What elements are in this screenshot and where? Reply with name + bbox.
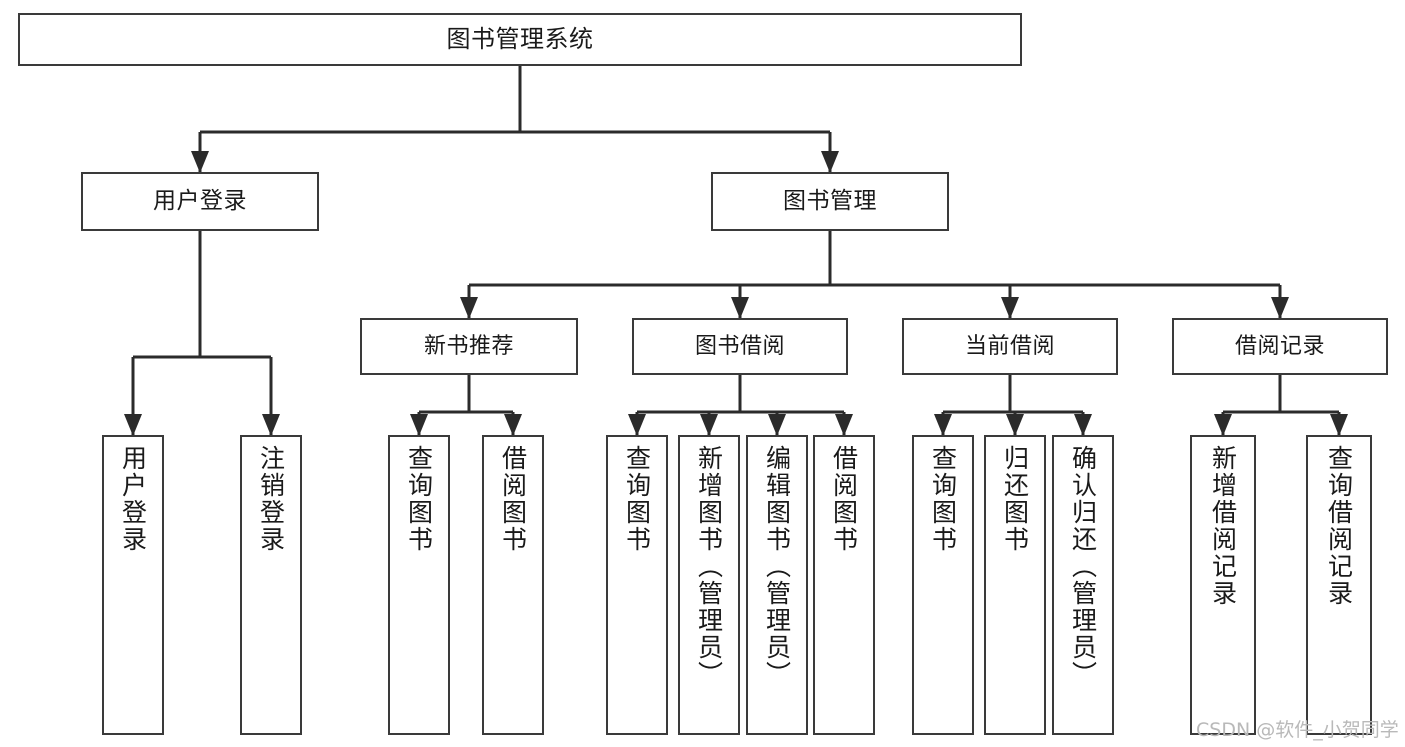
node-book_mgmt[interactable]: 图书管理 <box>711 172 949 231</box>
node-label: 查询图书 <box>928 445 958 553</box>
node-label: 当前借阅 <box>964 333 1055 359</box>
node-label: 图书管理 <box>783 188 877 215</box>
csdn-watermark: CSDN @软件_小贺同学 <box>1196 719 1399 741</box>
node-borrow_record[interactable]: 借阅记录 <box>1172 318 1388 375</box>
node-label: 确认归还（管理员） <box>1068 445 1098 688</box>
node-label: 归还图书 <box>1000 445 1030 553</box>
node-label: 图书管理系统 <box>446 24 594 53</box>
node-current_borrow[interactable]: 当前借阅 <box>902 318 1118 375</box>
node-leaf_conf_ret[interactable]: 确认归还（管理员） <box>1052 435 1114 735</box>
node-label: 用户登录 <box>153 188 247 215</box>
node-label: 借阅图书 <box>829 445 859 553</box>
node-label: 用户登录 <box>118 445 148 553</box>
node-label: 图书借阅 <box>694 333 785 359</box>
node-leaf_edit_book[interactable]: 编辑图书（管理员） <box>746 435 808 735</box>
node-label: 编辑图书（管理员） <box>762 445 792 688</box>
node-leaf_return[interactable]: 归还图书 <box>984 435 1046 735</box>
node-leaf_logout[interactable]: 注销登录 <box>240 435 302 735</box>
node-leaf_q_rec[interactable]: 查询借阅记录 <box>1306 435 1372 735</box>
node-label: 新书推荐 <box>423 333 514 359</box>
node-user_login[interactable]: 用户登录 <box>81 172 319 231</box>
node-leaf_add_rec[interactable]: 新增借阅记录 <box>1190 435 1256 735</box>
node-leaf_q_book_1[interactable]: 查询图书 <box>388 435 450 735</box>
node-label: 新增图书（管理员） <box>694 445 724 688</box>
node-label: 注销登录 <box>256 445 286 553</box>
node-new_book_rec[interactable]: 新书推荐 <box>360 318 578 375</box>
node-leaf_b_book_2[interactable]: 借阅图书 <box>813 435 875 735</box>
node-root[interactable]: 图书管理系统 <box>18 13 1022 66</box>
node-book_borrow[interactable]: 图书借阅 <box>632 318 848 375</box>
node-label: 查询图书 <box>404 445 434 553</box>
node-label: 借阅图书 <box>498 445 528 553</box>
node-leaf_add_book[interactable]: 新增图书（管理员） <box>678 435 740 735</box>
node-label: 查询借阅记录 <box>1324 445 1354 607</box>
node-label: 查询图书 <box>622 445 652 553</box>
node-leaf_q_book_3[interactable]: 查询图书 <box>912 435 974 735</box>
node-leaf_q_book_2[interactable]: 查询图书 <box>606 435 668 735</box>
node-leaf_login[interactable]: 用户登录 <box>102 435 164 735</box>
node-leaf_b_book_1[interactable]: 借阅图书 <box>482 435 544 735</box>
node-label: 新增借阅记录 <box>1208 445 1238 607</box>
node-label: 借阅记录 <box>1234 333 1325 359</box>
